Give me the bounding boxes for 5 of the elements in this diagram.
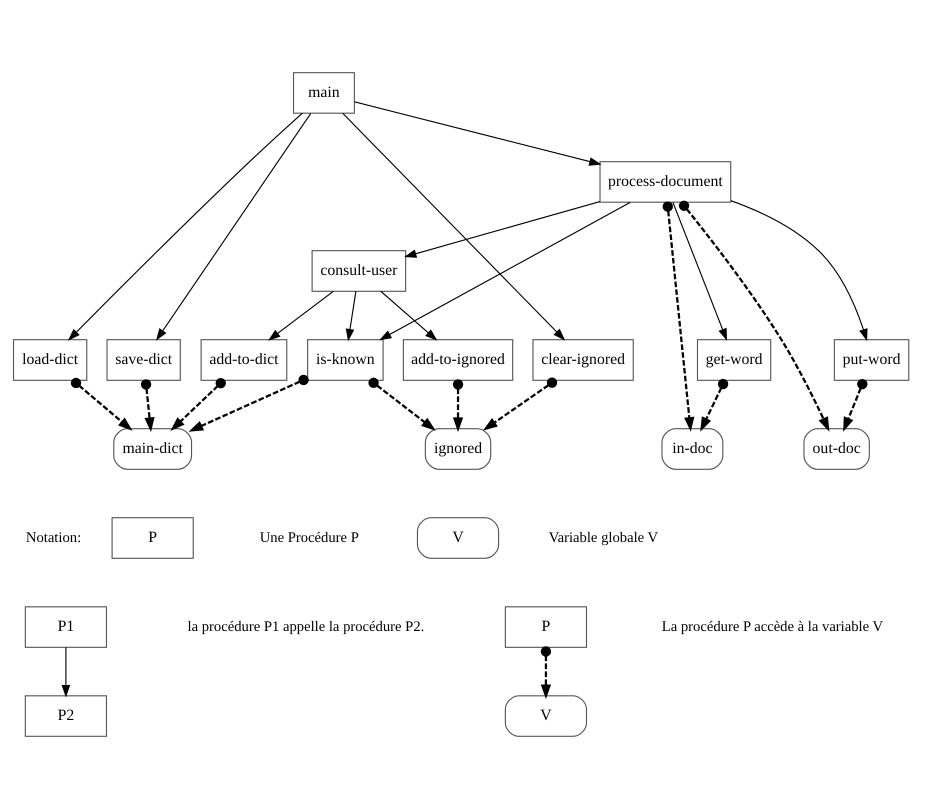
- label: La procédure P accède à la variable V: [661, 618, 883, 635]
- label: Notation:: [25, 530, 81, 546]
- label: Une Procédure P: [259, 530, 358, 546]
- label: la procédure P1 appelle la procédure P2.: [187, 618, 424, 635]
- label: Variable globale V: [548, 530, 658, 546]
